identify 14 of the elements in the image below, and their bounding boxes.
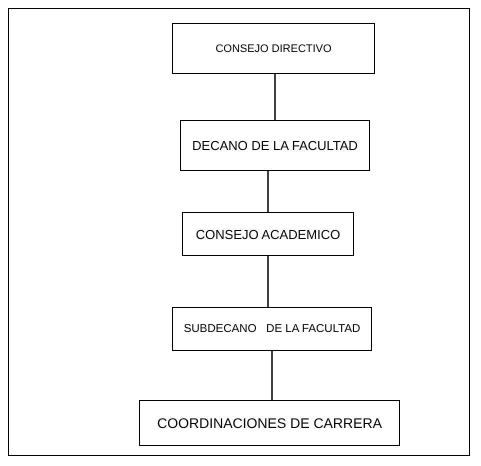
box-label: COORDINACIONES DE CARRERA [157, 415, 382, 431]
connector-line [274, 74, 276, 120]
box-label: SUBDECANO DE LA FACULTAD [184, 323, 360, 335]
org-box [180, 120, 370, 171]
box-label: CONSEJO ACADEMICO [196, 226, 340, 242]
connector-line [271, 351, 273, 400]
org-box [172, 23, 375, 74]
org-box [182, 212, 354, 256]
org-box [172, 307, 372, 351]
connector-line [267, 171, 269, 212]
org-box [139, 400, 400, 446]
connector-line [267, 256, 269, 307]
box-label: CONSEJO DIRECTIVO [215, 42, 332, 54]
box-label: DECANO DE LA FACULTAD [192, 138, 358, 153]
